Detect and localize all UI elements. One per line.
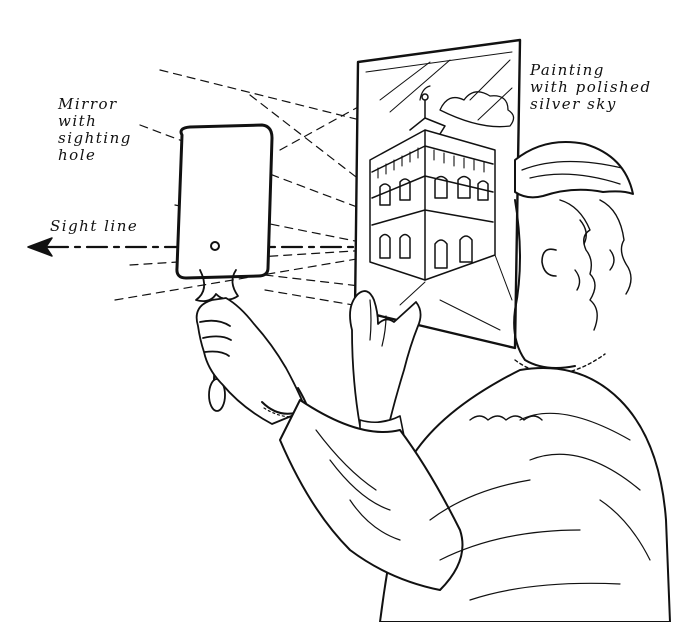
- mirror-label: Mirror with sighting hole: [58, 96, 132, 164]
- mirror-label-line-2: with: [58, 112, 98, 130]
- sight-line-arrow-icon: [27, 237, 53, 257]
- painting-label: Painting with polished silver sky: [530, 62, 652, 113]
- baptistery-building: [369, 93, 496, 281]
- painting-panel: [353, 38, 522, 350]
- mirror-label-line-1: Mirror: [58, 95, 118, 113]
- painting-label-line-1: Painting: [530, 61, 605, 79]
- person-figure: [279, 141, 671, 622]
- painting-label-line-2: with polished: [530, 78, 652, 96]
- mirror-label-line-3: sighting: [58, 129, 132, 147]
- sight-line: [27, 237, 412, 257]
- hand-holding-mirror: [195, 297, 309, 425]
- sight-line-label-text: Sight line: [50, 217, 139, 235]
- sight-line-label: Sight line: [50, 218, 138, 235]
- mirror-label-line-4: hole: [58, 146, 97, 164]
- sighting-hole: [210, 241, 220, 251]
- painting-label-line-3: silver sky: [530, 95, 617, 113]
